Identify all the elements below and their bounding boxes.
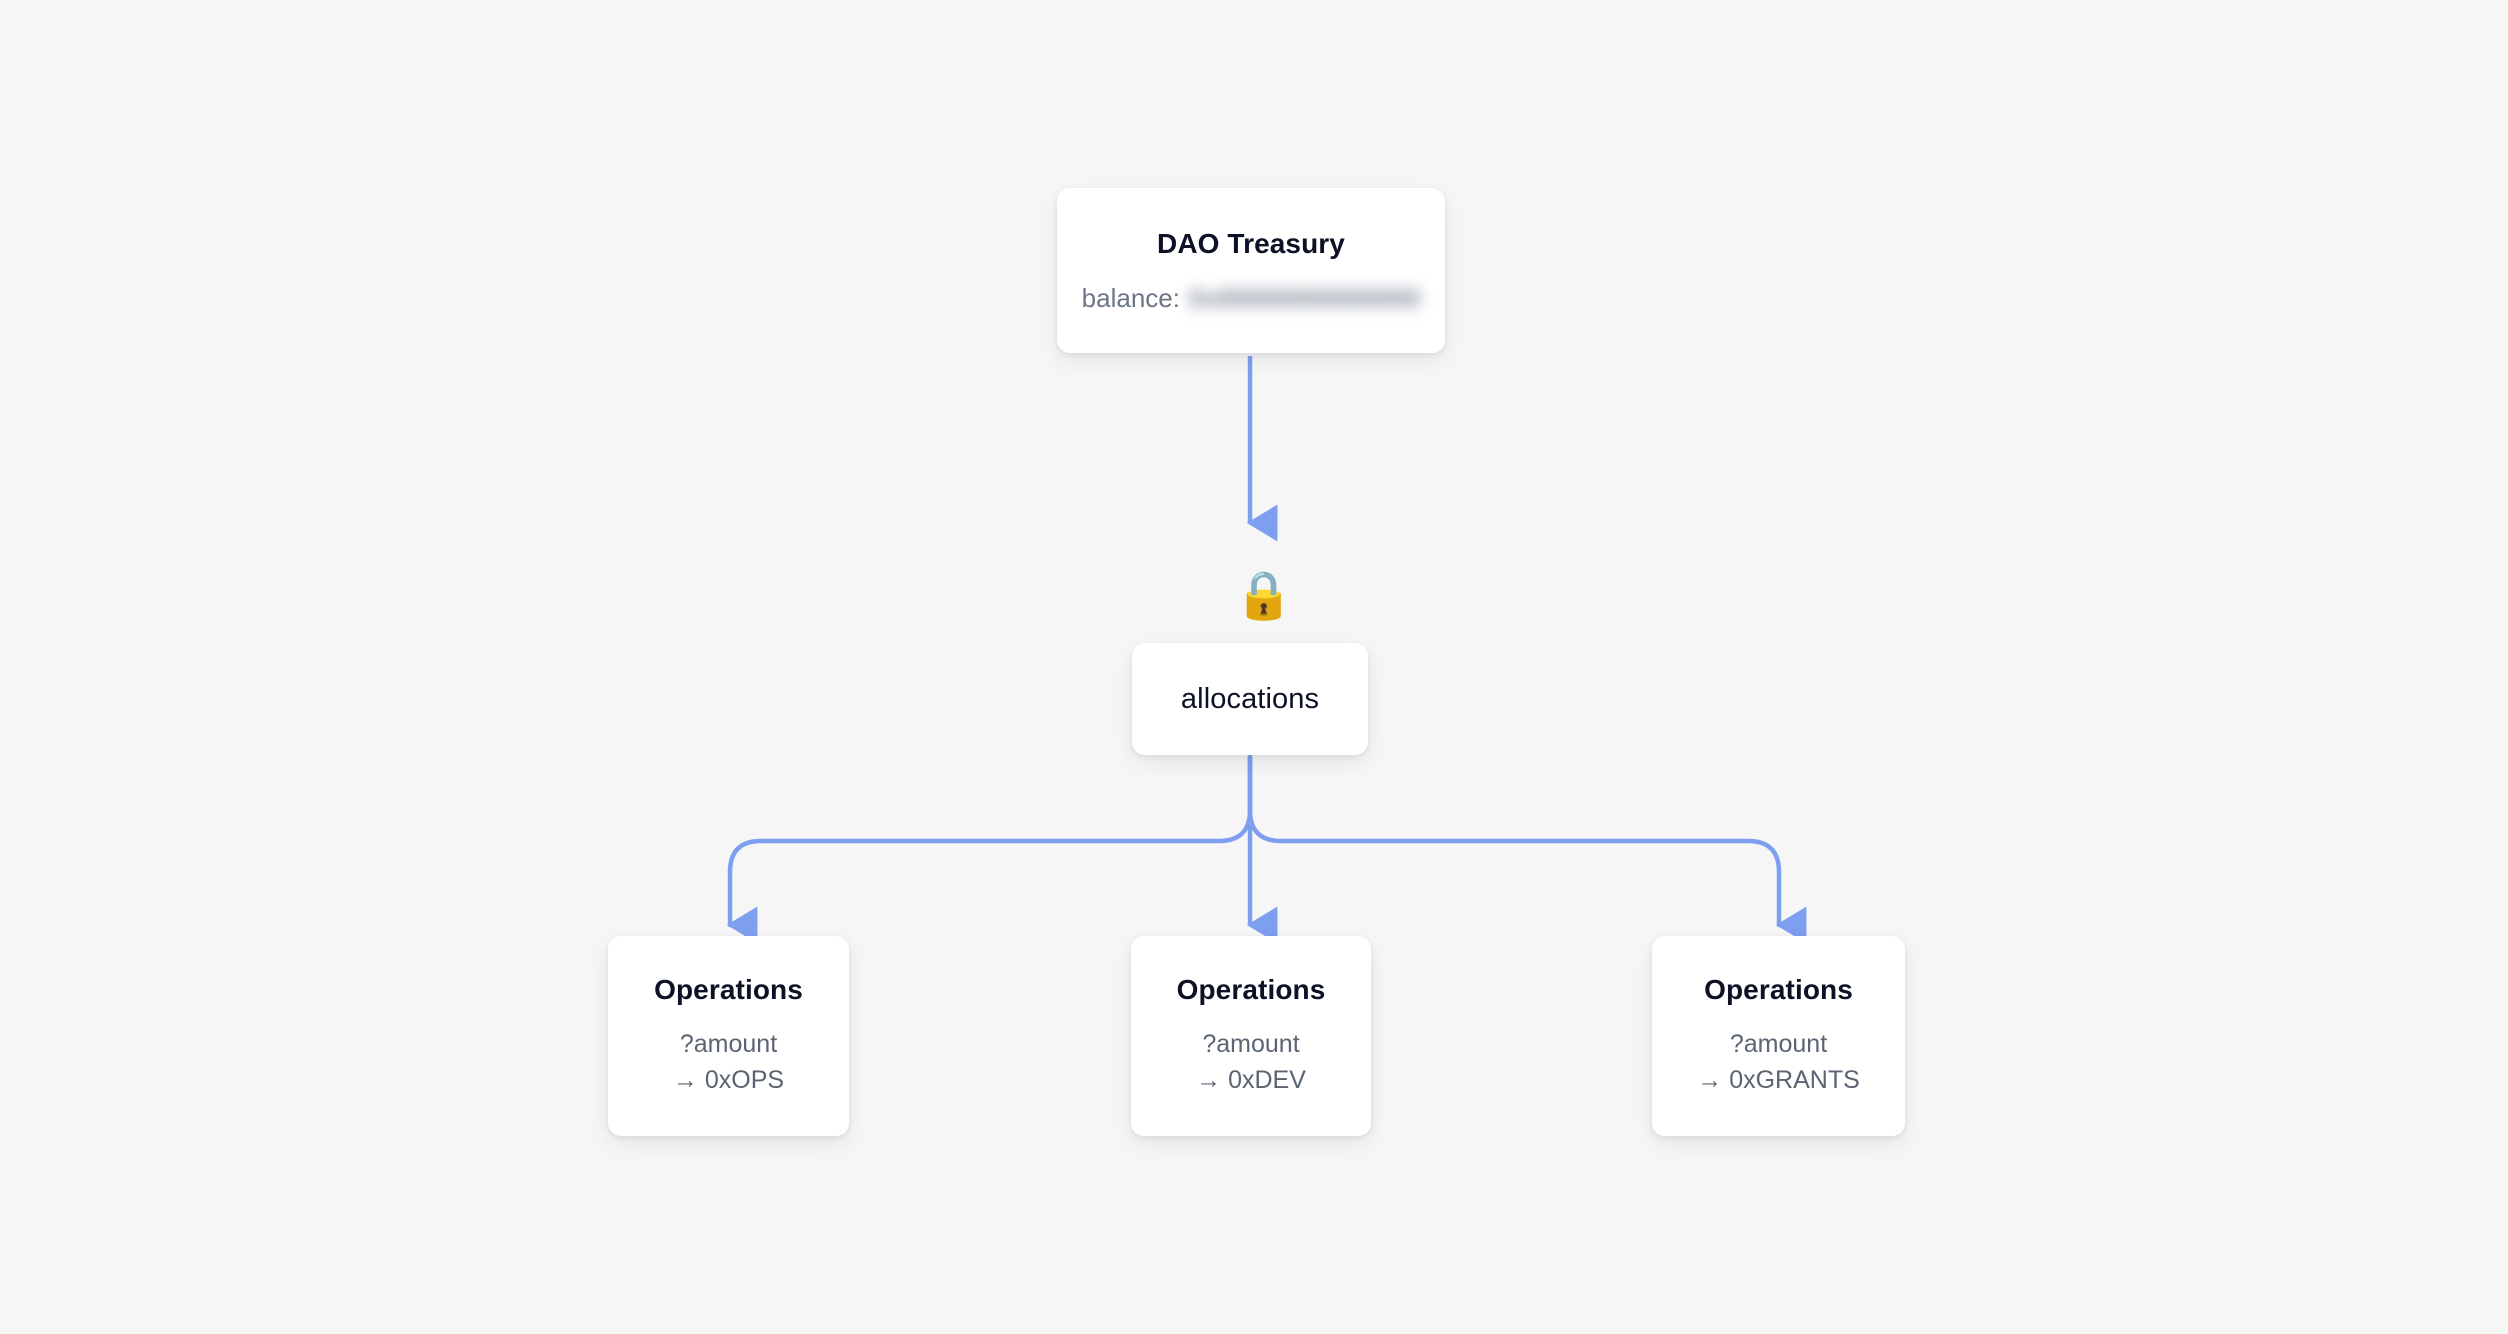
edge-allocations-to-grants xyxy=(1247,754,1807,944)
leaf-target-address-ops: 0xOPS xyxy=(704,1066,785,1095)
node-title-allocations: allocations xyxy=(1180,682,1320,715)
lock-icon: 🔒 xyxy=(1228,558,1300,630)
edge-allocations-to-ops xyxy=(726,754,1253,944)
leaf-target-ops: → 0xOPS xyxy=(673,1062,784,1098)
arrow-right-icon: → xyxy=(1196,1066,1222,1095)
leaf-target-address-grants: 0xGRANTS xyxy=(1729,1066,1860,1095)
leaf-amount-grants: ?amount xyxy=(1729,1030,1828,1059)
leaf-target-address-dev: 0xDEV xyxy=(1228,1066,1306,1095)
node-title-ops: Operations xyxy=(654,974,803,1006)
node-operations-dev[interactable]: Operations ?amount → 0xDEV xyxy=(1131,936,1371,1136)
node-dao-treasury[interactable]: DAO Treasury balance: 0x00000000000000 xyxy=(1057,188,1445,353)
node-title-dev: Operations xyxy=(1176,974,1326,1006)
balance-row: balance: 0x00000000000000 xyxy=(1082,283,1421,314)
leaf-amount-ops: ?amount xyxy=(679,1030,778,1059)
node-title-grants: Operations xyxy=(1704,974,1853,1006)
node-allocations[interactable]: allocations xyxy=(1132,643,1368,755)
arrow-right-icon: → xyxy=(672,1066,698,1095)
node-operations-grants[interactable]: Operations ?amount → 0xGRANTS xyxy=(1652,936,1905,1136)
node-title-treasury: DAO Treasury xyxy=(1157,228,1345,260)
arrow-right-icon: → xyxy=(1697,1066,1723,1095)
leaf-target-dev: → 0xDEV xyxy=(1196,1062,1306,1098)
balance-label: balance: xyxy=(1081,282,1180,313)
leaf-target-grants: → 0xGRANTS xyxy=(1697,1062,1860,1098)
node-operations-ops[interactable]: Operations ?amount → 0xOPS xyxy=(608,936,849,1136)
balance-value-redacted: 0x00000000000000 xyxy=(1188,282,1421,313)
lock-glyph: 🔒 xyxy=(1234,567,1294,621)
leaf-amount-dev: ?amount xyxy=(1202,1030,1300,1059)
